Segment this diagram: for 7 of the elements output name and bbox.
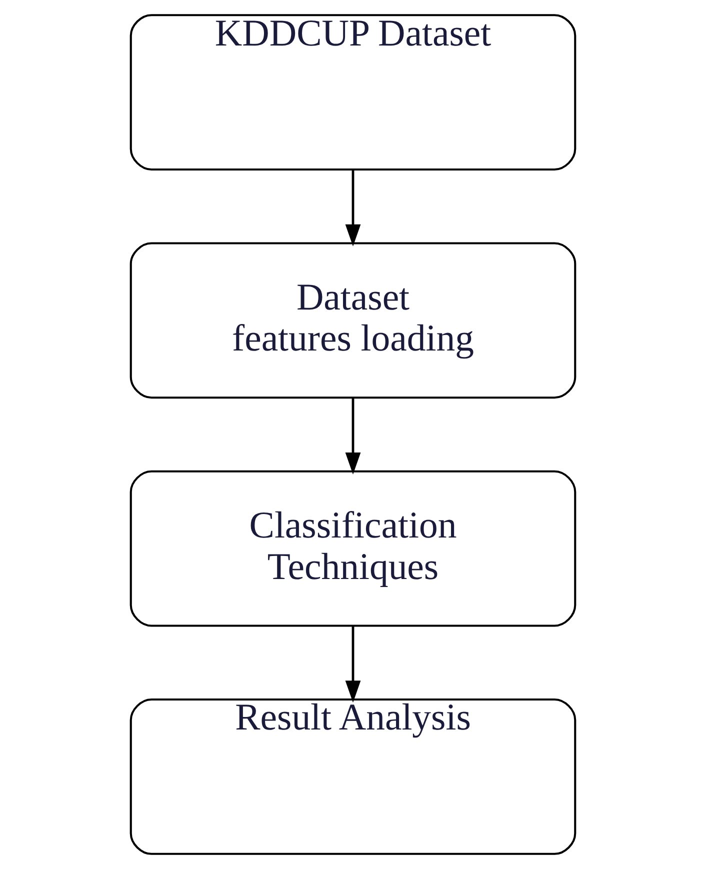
node-box: Result Analysis [129, 698, 576, 855]
node-box: KDDCUP Dataset [129, 14, 576, 170]
arrow [344, 626, 360, 703]
node-box: Classification Techniques [129, 470, 576, 627]
arrow [344, 398, 360, 474]
arrow [344, 170, 360, 246]
node-box: Dataset features loading [129, 242, 576, 399]
